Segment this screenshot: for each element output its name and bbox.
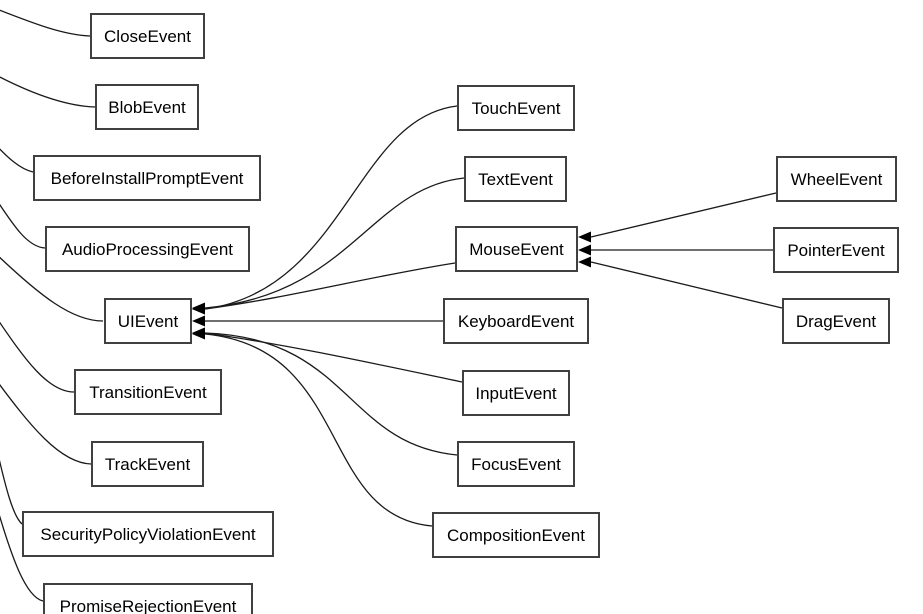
node-BeforeInstallPromptEvent[interactable]: BeforeInstallPromptEvent [33, 155, 261, 201]
node-BlobEvent[interactable]: BlobEvent [95, 84, 199, 130]
edge-FocusEvent-to-UIEvent [204, 332, 458, 456]
edge-TrackEvent-to-offscreen-left [0, 384, 92, 465]
edge-BlobEvent-to-offscreen-left [0, 76, 96, 108]
arrowhead-PointerEvent-to-MouseEvent [578, 244, 591, 256]
edge-TextEvent-to-UIEvent [204, 177, 465, 309]
arrowhead-WheelEvent-to-MouseEvent [578, 231, 591, 243]
edge-CloseEvent-to-offscreen-left [0, 9, 91, 37]
node-TrackEvent[interactable]: TrackEvent [91, 441, 204, 487]
node-SecurityPolicyViolationEvent[interactable]: SecurityPolicyViolationEvent [22, 511, 274, 557]
edge-TransitionEvent-to-offscreen-left [0, 321, 75, 393]
node-KeyboardEvent[interactable]: KeyboardEvent [443, 298, 589, 344]
node-DragEvent[interactable]: DragEvent [782, 298, 890, 344]
node-PointerEvent[interactable]: PointerEvent [773, 227, 899, 273]
edge-BeforeInstallPromptEvent-to-offscreen-left [0, 148, 34, 173]
edge-PromiseRejectionEvent-to-offscreen-left [0, 515, 44, 602]
arrowhead-CompositionEvent-to-UIEvent [192, 328, 205, 340]
arrowhead-DragEvent-to-MouseEvent [578, 256, 591, 268]
node-WheelEvent[interactable]: WheelEvent [776, 156, 897, 202]
node-CloseEvent[interactable]: CloseEvent [90, 13, 205, 59]
node-TouchEvent[interactable]: TouchEvent [457, 85, 575, 131]
edge-InputEvent-to-UIEvent [204, 332, 463, 383]
node-PromiseRejectionEvent[interactable]: PromiseRejectionEvent [43, 583, 253, 614]
edge-TouchEvent-to-UIEvent [204, 105, 458, 310]
edge-WheelEvent-to-MouseEvent [590, 192, 777, 238]
edge-DragEvent-to-MouseEvent [590, 261, 783, 309]
edge-UIEvent-to-offscreen-left [0, 256, 104, 322]
node-CompositionEvent[interactable]: CompositionEvent [432, 512, 600, 558]
arrowhead-MouseEvent-to-UIEvent [192, 303, 205, 315]
node-FocusEvent[interactable]: FocusEvent [457, 441, 575, 487]
node-UIEvent[interactable]: UIEvent [104, 298, 192, 344]
node-MouseEvent[interactable]: MouseEvent [455, 226, 578, 272]
edge-CompositionEvent-to-UIEvent [204, 333, 433, 527]
edge-MouseEvent-to-UIEvent [204, 262, 456, 310]
node-TransitionEvent[interactable]: TransitionEvent [74, 369, 222, 415]
node-AudioProcessingEvent[interactable]: AudioProcessingEvent [45, 226, 250, 272]
node-TextEvent[interactable]: TextEvent [464, 156, 567, 202]
arrowhead-KeyboardEvent-to-UIEvent [192, 315, 205, 327]
edge-SecurityPolicyViolationEvent-to-offscreen-left [0, 460, 23, 525]
node-InputEvent[interactable]: InputEvent [462, 370, 570, 416]
edge-AudioProcessingEvent-to-offscreen-left [0, 203, 46, 249]
